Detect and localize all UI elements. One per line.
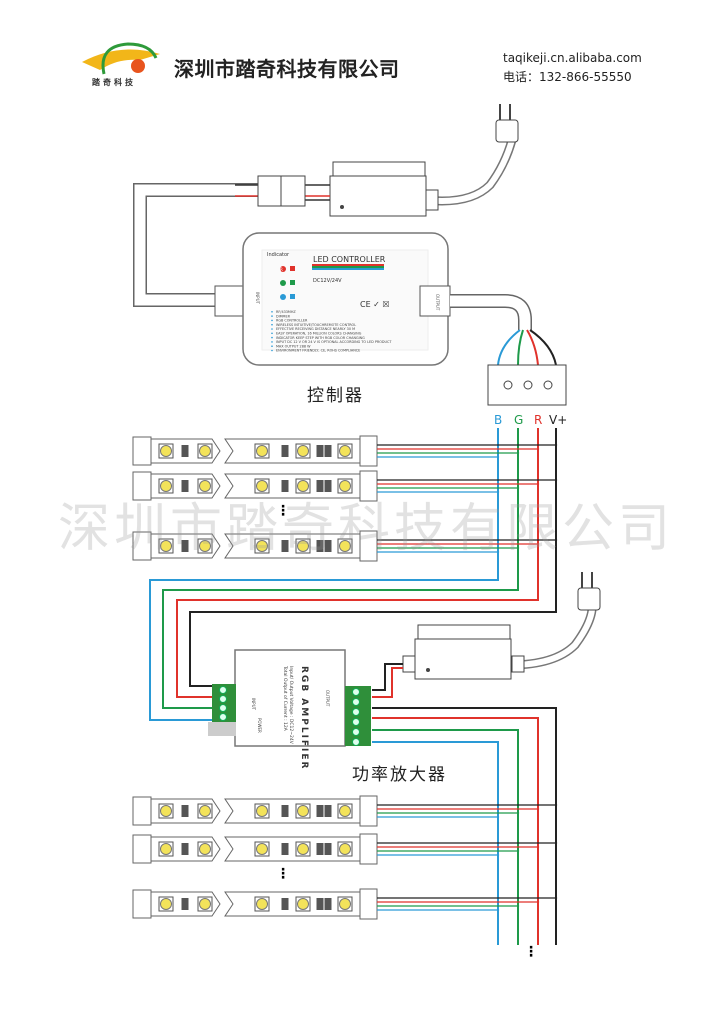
led-strip	[132, 833, 558, 865]
ellipsis-bus: ⋮	[524, 944, 538, 960]
feature-line: MAX OUTPUT 288 W	[276, 344, 311, 348]
company-logo	[82, 42, 160, 75]
indicator-label: Indicator	[267, 252, 290, 258]
amplifier-output-label: OUTPUT	[325, 690, 330, 707]
wire-label-b: B	[494, 413, 503, 427]
feature-line: WIRELESS INTUITIVE/TOUCHREMOTE CONTROL	[276, 323, 356, 327]
feature-line: INPUT DC 12 V OR 24 V IS OPTIONAL ACCORD…	[276, 340, 392, 344]
amplifier-input-label: INPUT	[251, 698, 256, 711]
feature-line: EFFECTIVE RECEIVING DISTANCE NEARLY 30 M	[276, 327, 355, 331]
power-adapter-top	[329, 104, 519, 217]
led-strip	[132, 435, 558, 467]
controller-voltage: DC12V/24V	[313, 278, 342, 284]
led-strip	[132, 888, 558, 920]
power-adapter-bottom	[372, 572, 601, 698]
logo-text: 踏奇科技	[92, 78, 136, 87]
amplifier-spec-1: Input/ Output Voltage : DC12~24V	[288, 666, 294, 745]
controller-input-label: INPUT	[255, 292, 260, 305]
bus-wires-top	[149, 428, 557, 721]
feature-line: DIMMER	[276, 314, 291, 318]
website-link[interactable]: taqikeji.cn.alibaba.com	[503, 51, 642, 65]
bus-wires-bottom	[372, 707, 557, 945]
amplifier-power-label: POWER	[257, 718, 262, 733]
wire-label-r: R	[534, 413, 543, 427]
controller-title: LED CONTROLLER	[313, 255, 386, 264]
input-cable	[133, 175, 330, 317]
indicator-r: R	[280, 267, 283, 272]
led-strips	[132, 435, 558, 920]
led-controller	[242, 232, 451, 366]
wire-label-vplus: V+	[549, 413, 568, 427]
watermark: 深圳市踏奇科技有限公司	[58, 499, 675, 559]
amplifier-title: RGB AMPLIFIER	[299, 666, 309, 771]
amplifier-caption: 功率放大器	[352, 765, 447, 785]
feature-line: INDICATOR KEEP STEP WITH RGB COLOR CHANG…	[276, 336, 365, 340]
certification-marks: CE ✓ ☒	[360, 300, 390, 309]
feature-line: RF/433MHZ	[276, 310, 296, 314]
feature-line: EASY OPERATION, 16 MILLION COLORS CHANGI…	[276, 332, 362, 336]
rgb-amplifier	[208, 649, 371, 747]
company-name: 深圳市踏奇科技有限公司	[174, 57, 400, 81]
led-strip	[132, 470, 558, 502]
led-strip	[132, 530, 558, 562]
ellipsis-bottom: ⋮	[276, 866, 290, 882]
feature-line: RGB CONTROLLER	[276, 319, 308, 323]
phone-number: 电话：132-866-55550	[503, 70, 632, 84]
output-cable	[450, 294, 567, 406]
controller-output-label: OUTPUT	[435, 294, 440, 311]
led-strip	[132, 795, 558, 827]
controller-caption: 控制器	[307, 386, 364, 406]
amplifier-spec-2: Total Output of Current : 12A	[282, 665, 288, 732]
ellipsis-top: ⋮	[276, 503, 290, 519]
feature-line: ENVIRONMENT FRIENDLY, CE, ROHS COMPLIANC…	[276, 349, 360, 353]
wire-label-g: G	[514, 413, 524, 427]
